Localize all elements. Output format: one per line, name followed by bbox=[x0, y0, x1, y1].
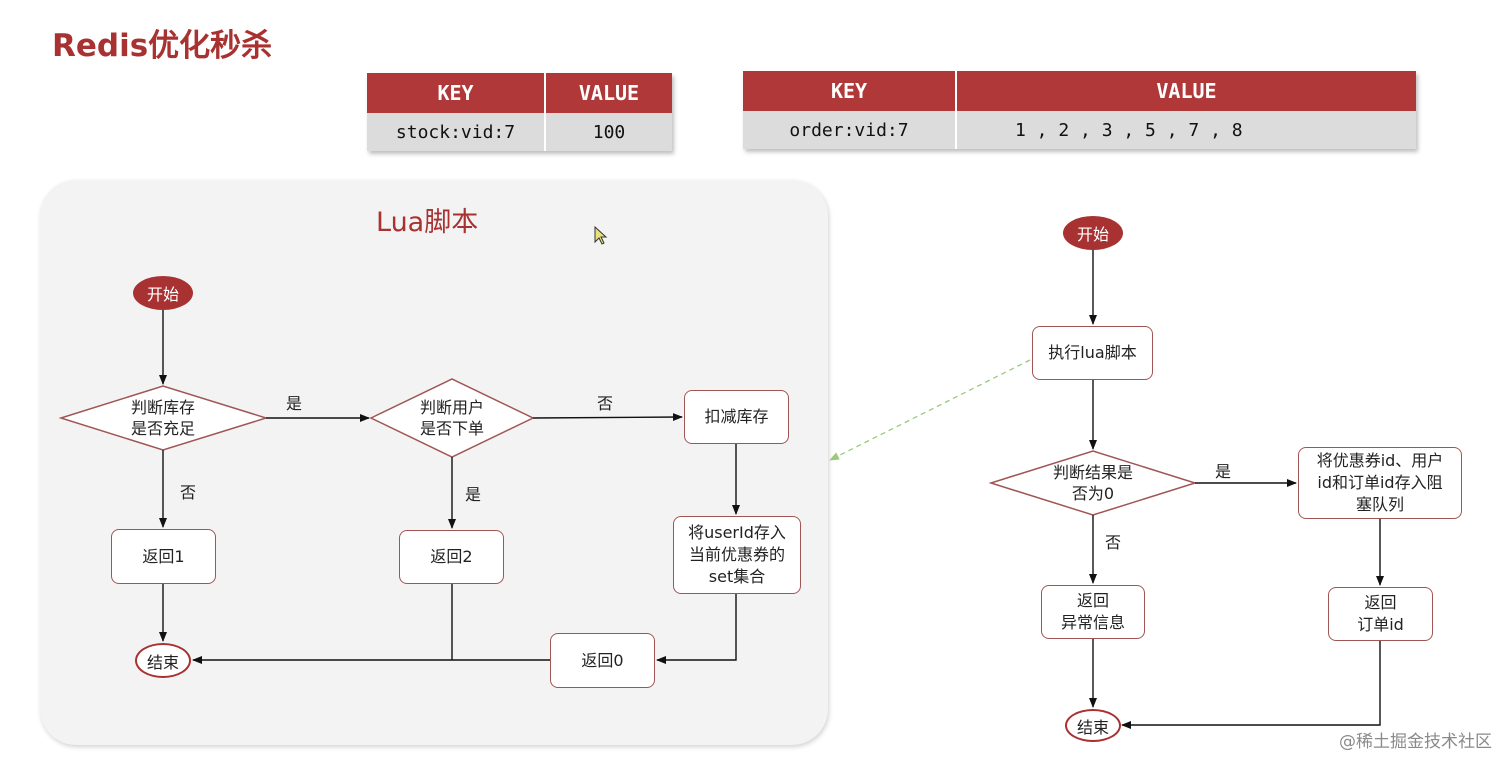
deduct-stock-node: 扣减库存 bbox=[684, 390, 789, 444]
stock-key-cell: stock:vid:7 bbox=[367, 113, 546, 151]
order-key-cell: order:vid:7 bbox=[743, 111, 957, 149]
order-value-cell: 1 , 2 , 3 , 5 , 7 , 8 bbox=[956, 111, 1416, 149]
stock-value-cell: 100 bbox=[545, 113, 672, 151]
mouse-cursor-icon bbox=[594, 226, 608, 245]
lua-panel-title: Lua脚本 bbox=[376, 207, 479, 238]
no-label-stock: 否 bbox=[180, 483, 197, 502]
stock-key-header: KEY bbox=[367, 73, 546, 113]
return-error-node: 返回 异常信息 bbox=[1041, 585, 1145, 639]
order-table: KEY VALUE order:vid:7 1 , 2 , 3 , 5 , 7 … bbox=[743, 71, 1416, 149]
lua-end-node: 结束 bbox=[135, 643, 191, 678]
save-user-node: 将userId存入 当前优惠券的 set集合 bbox=[673, 516, 801, 594]
main-start-node: 开始 bbox=[1063, 216, 1123, 250]
watermark: @稀土掘金技术社区 bbox=[1339, 732, 1492, 752]
stock-value-header: VALUE bbox=[545, 73, 672, 113]
return1-node: 返回1 bbox=[111, 529, 216, 584]
stock-table: KEY VALUE stock:vid:7 100 bbox=[367, 73, 672, 151]
no-label-user: 否 bbox=[597, 394, 614, 413]
enqueue-node: 将优惠券id、用户 id和订单id存入阻 塞队列 bbox=[1298, 447, 1462, 519]
check-result-text: 判断结果是 否为0 bbox=[1052, 463, 1133, 503]
order-key-header: KEY bbox=[743, 71, 957, 111]
check-user-text: 判断用户 是否下单 bbox=[419, 398, 484, 438]
lua-start-node: 开始 bbox=[133, 276, 193, 310]
return0-node: 返回0 bbox=[550, 633, 655, 688]
return2-node: 返回2 bbox=[399, 530, 504, 584]
yes-label-result: 是 bbox=[1215, 462, 1232, 481]
return-order-node: 返回 订单id bbox=[1328, 587, 1433, 641]
main-end-node: 结束 bbox=[1065, 709, 1121, 742]
yes-label-user: 是 bbox=[465, 485, 482, 504]
page-title: Redis优化秒杀 bbox=[52, 28, 273, 64]
yes-label-stock: 是 bbox=[286, 394, 303, 413]
exec-lua-node: 执行lua脚本 bbox=[1032, 326, 1153, 380]
order-value-header: VALUE bbox=[956, 71, 1416, 111]
check-stock-text: 判断库存 是否充足 bbox=[130, 398, 195, 438]
no-label-result: 否 bbox=[1105, 533, 1122, 552]
